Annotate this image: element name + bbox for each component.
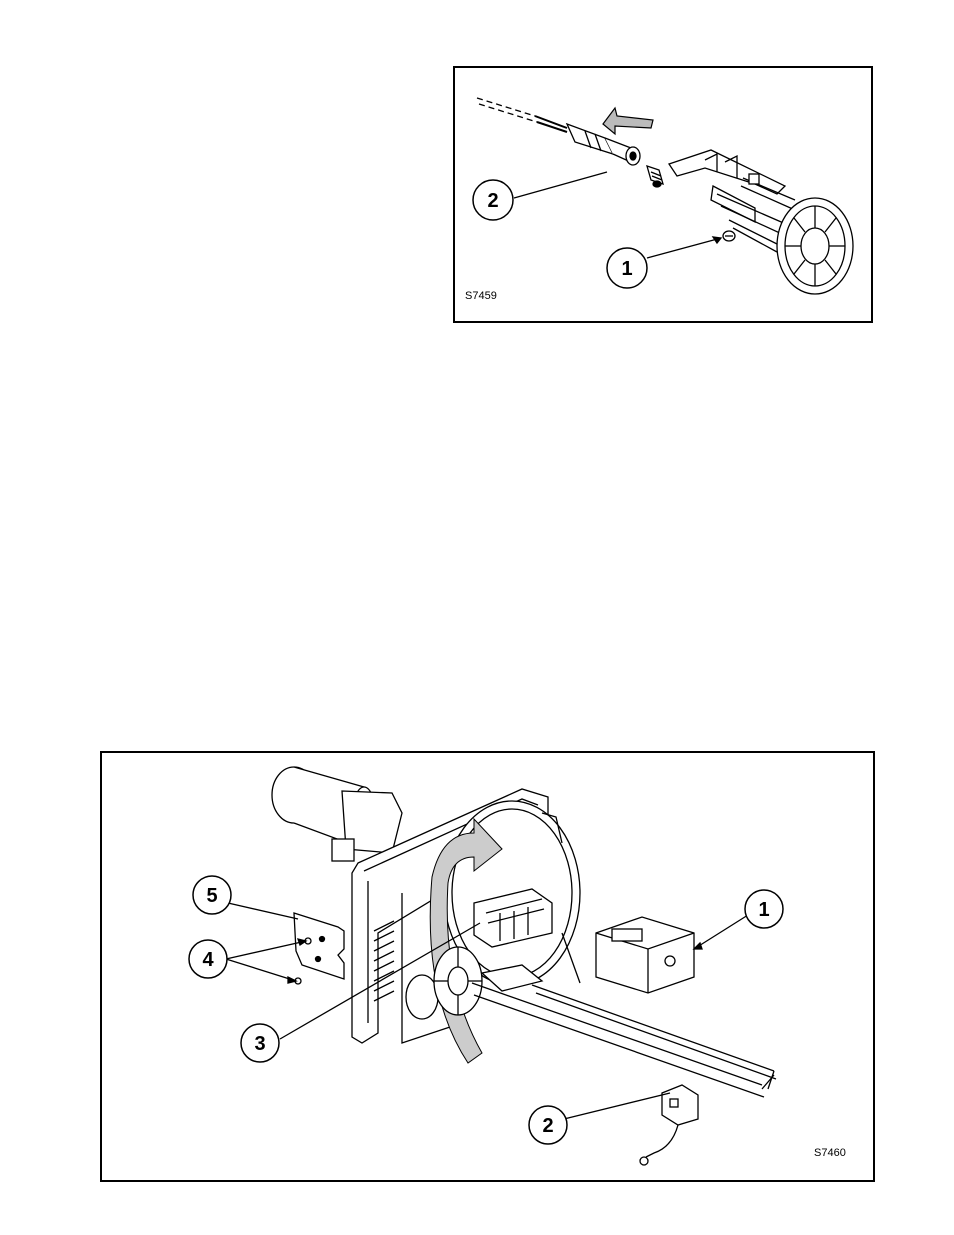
removal-arrow: [603, 108, 653, 134]
leader-line-2: [564, 1093, 670, 1119]
callout-1: 1: [745, 890, 783, 928]
fixing-screw: [723, 231, 735, 241]
svg-text:2: 2: [487, 190, 498, 212]
cover-plate: [294, 913, 344, 979]
diffuser-disc: [434, 947, 482, 1015]
control-box: [596, 917, 694, 993]
callout-3: 3: [241, 1024, 279, 1062]
figure-electrode-assembly: 2 1 S7459: [453, 66, 873, 323]
callout-4: 4: [189, 940, 227, 978]
callout-2: 2: [473, 180, 513, 220]
svg-text:5: 5: [206, 885, 217, 907]
figure-code: S7459: [465, 290, 497, 302]
fuel-line-dashed: [477, 98, 535, 116]
callout-5: 5: [193, 876, 231, 914]
svg-text:4: 4: [202, 949, 214, 971]
leader-line-5: [228, 903, 298, 919]
figure-burner-assembly: 5 4 3 1 2 S7460: [100, 751, 875, 1182]
nozzle-holder: [567, 124, 640, 165]
leader-line-4a: [226, 941, 306, 959]
svg-text:2: 2: [542, 1115, 553, 1137]
nozzle: [647, 166, 663, 187]
svg-text:3: 3: [254, 1033, 265, 1055]
leader-line-4b: [226, 959, 296, 981]
callout-2: 2: [529, 1106, 567, 1144]
svg-text:1: 1: [758, 899, 769, 921]
svg-text:1: 1: [621, 258, 632, 280]
electrode-assembly-drawing: 2 1: [455, 68, 871, 321]
diffuser-disc: [777, 198, 853, 294]
motor: [272, 767, 402, 861]
burner-assembly-drawing: 5 4 3 1 2: [102, 753, 873, 1180]
leader-line-1: [647, 238, 721, 258]
callout-1: 1: [607, 248, 647, 288]
leader-line-1: [694, 915, 748, 949]
figure-code: S7460: [814, 1147, 846, 1159]
photocell: [640, 1085, 698, 1165]
leader-line-2: [514, 172, 607, 198]
